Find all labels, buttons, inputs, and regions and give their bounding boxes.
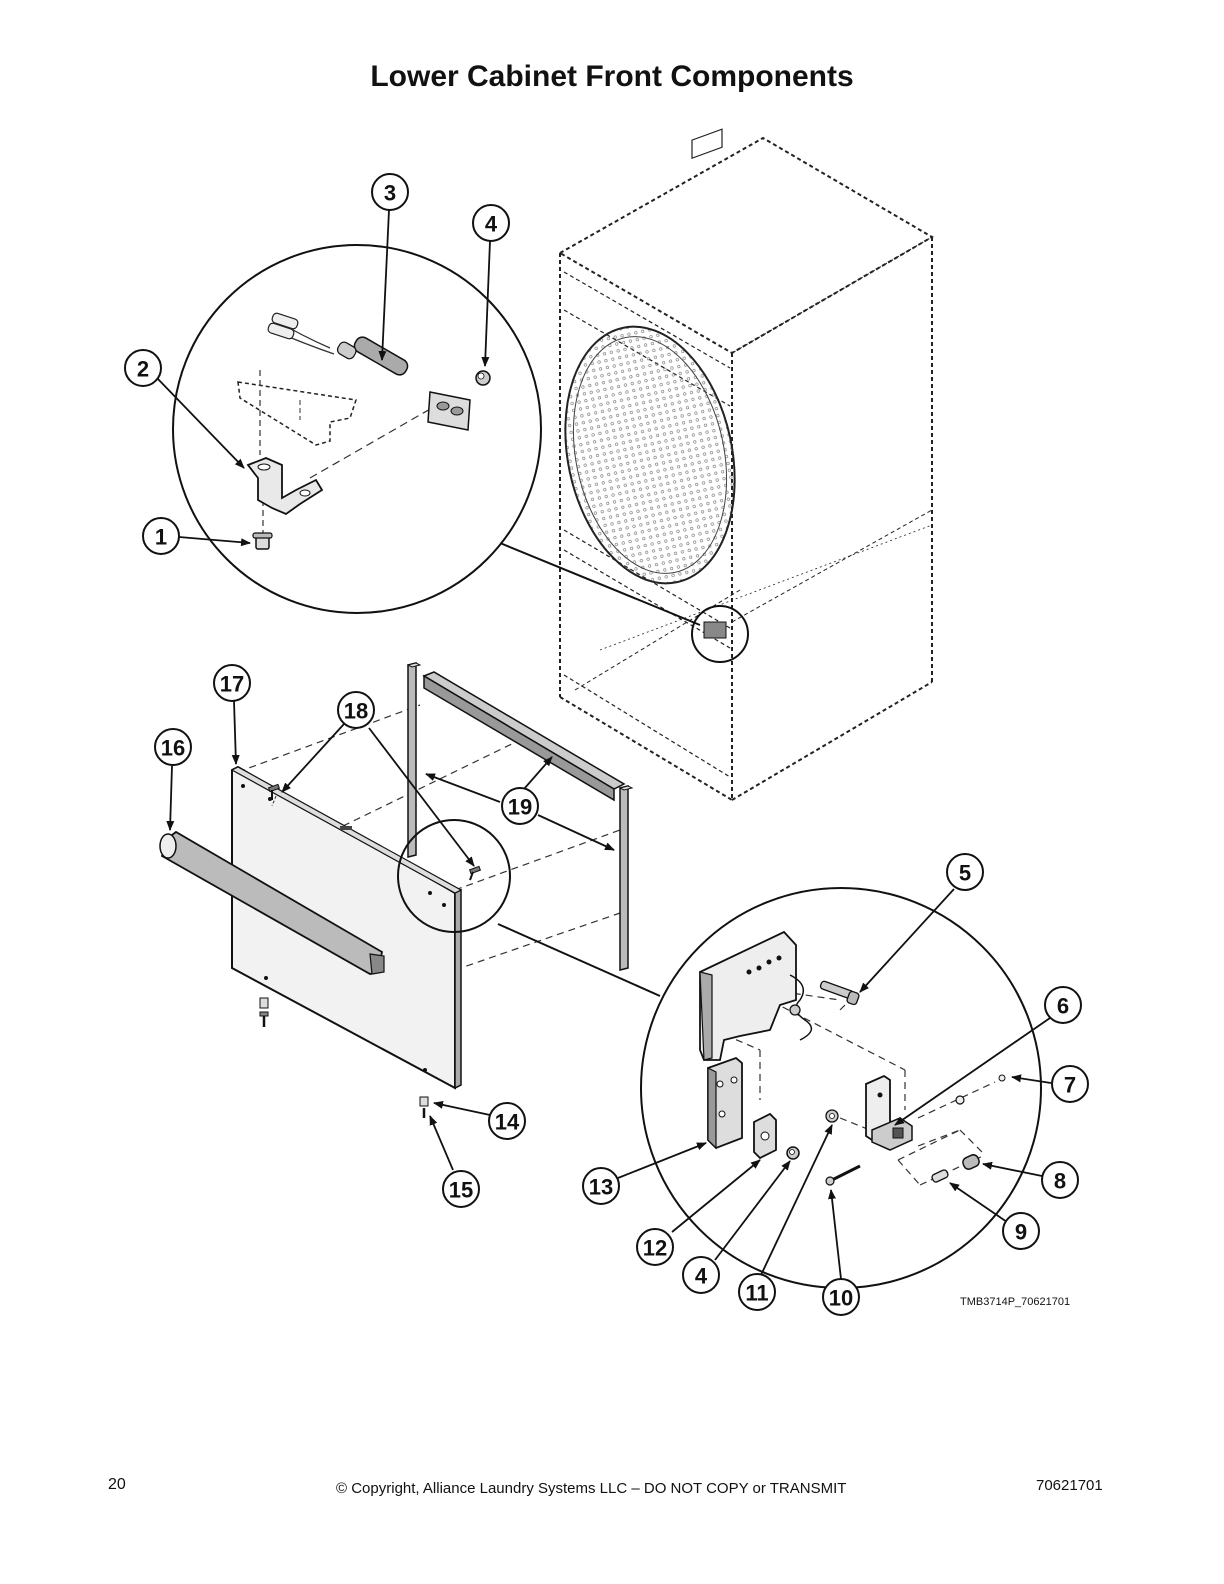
callout-14: 14 [495,1110,520,1135]
copyright-notice: © Copyright, Alliance Laundry Systems LL… [336,1480,847,1497]
callout-15: 15 [449,1178,473,1203]
dryer-cabinet [557,136,934,801]
bushing-8 [962,1154,980,1170]
callout-6: 6 [1057,994,1069,1019]
callout-4-lower: 4 [695,1264,708,1289]
callout-9: 9 [1015,1220,1027,1245]
bolt-10 [825,1164,861,1186]
screw-5 [819,980,860,1006]
pin-9 [931,1169,949,1183]
callout-13: 13 [589,1175,613,1200]
washer-7 [955,1074,1006,1105]
panel-bottom-screws [259,997,429,1118]
document-number: 70621701 [1036,1477,1103,1494]
callout-19: 19 [508,795,532,820]
callout-12: 12 [643,1236,667,1261]
bolt-1 [252,532,273,550]
screw-4-lower [786,1146,800,1160]
page-title: Lower Cabinet Front Components [370,60,854,93]
detail-leader-line-top [499,542,701,626]
callout-7: 7 [1064,1073,1076,1098]
door-handle [159,830,385,975]
clip-12 [753,1112,777,1160]
callout-16: 16 [161,736,185,761]
callout-5: 5 [959,861,971,886]
callout-8: 8 [1054,1169,1066,1194]
callout-2: 2 [137,357,149,382]
hinge-bracket-detail [699,930,1006,1186]
sensor-bracket-detail [237,312,491,550]
callout-18: 18 [344,699,368,724]
callout-10: 10 [829,1286,853,1311]
callout-4-upper: 4 [485,212,498,237]
sensor-detail-circle [172,244,542,614]
callout-1: 1 [155,525,167,550]
panel-frame-assembly [159,662,634,1118]
callout-leaders [156,209,1052,1280]
callout-3: 3 [384,181,396,206]
small-nut [789,1004,801,1016]
callout-11: 11 [745,1281,768,1306]
nut-11 [825,1109,839,1123]
panel-screws-18 [267,783,482,881]
mounting-plate-13 [707,1056,743,1150]
detail-leader-line-bottom [497,923,661,997]
callouts [124,173,1089,1316]
drawing-id: TMB3714P_70621701 [960,1296,1070,1308]
hinge-detail-circle [640,887,1042,1289]
cabinet-detail-ring [691,605,749,663]
dryer-drum [564,128,736,585]
callout-17: 17 [220,672,244,697]
sensor-location-mark [703,621,727,639]
panel-detail-ring [397,819,511,933]
screw-4-upper [475,370,491,386]
page-number: 20 [108,1476,126,1493]
